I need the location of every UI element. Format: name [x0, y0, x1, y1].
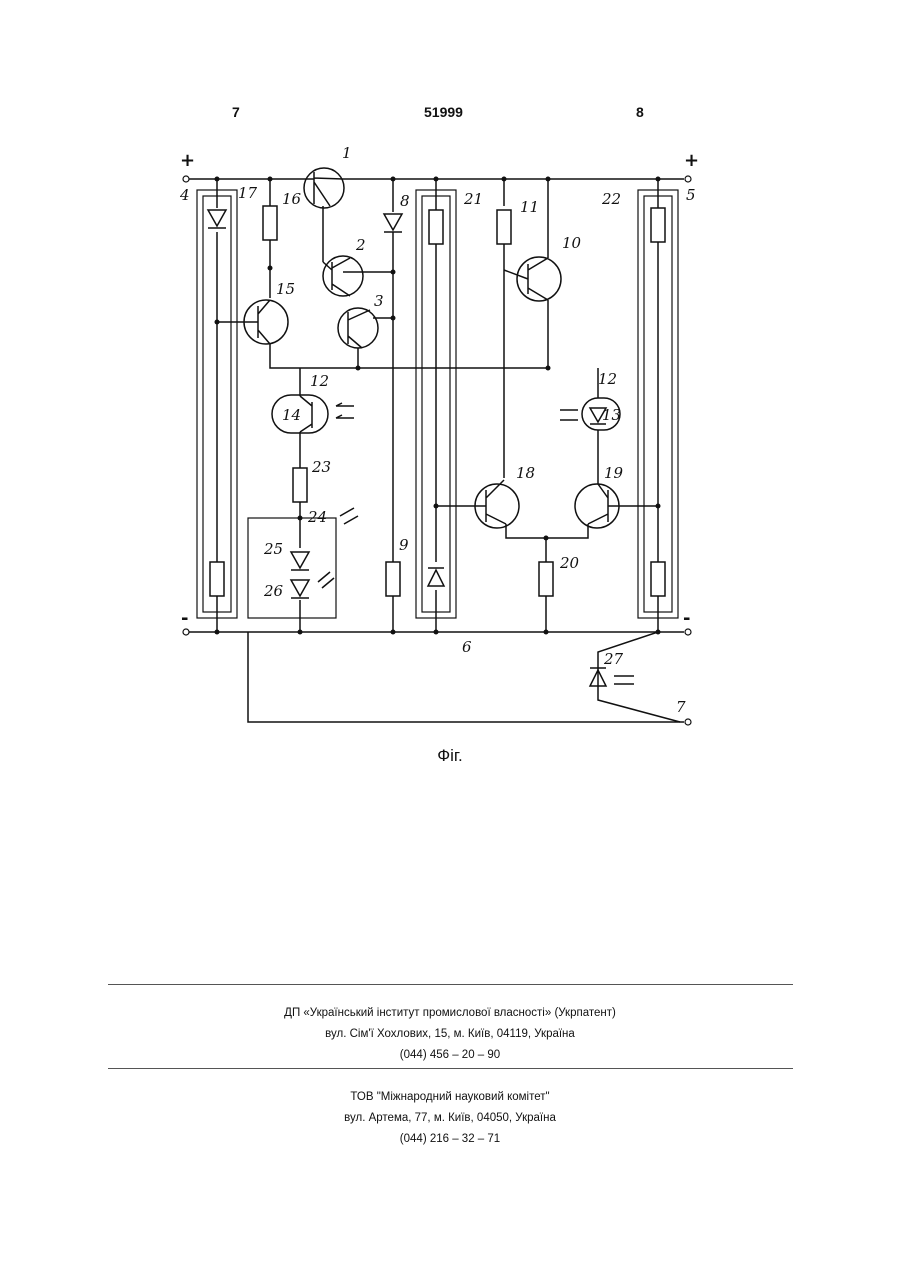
label-12-left: 12 — [310, 372, 329, 390]
label-11: 11 — [520, 198, 539, 216]
footer-divider-bottom — [108, 1068, 793, 1069]
label-25: 25 — [263, 540, 283, 558]
resistor-22-bottom — [651, 562, 665, 596]
publisher-phone: (044) 456 – 20 – 90 — [0, 1045, 900, 1066]
label-14: 14 — [282, 406, 301, 424]
label-7: 7 — [676, 698, 686, 716]
label-9: 9 — [399, 536, 409, 554]
publisher-address: вул. Сім'ї Хохлових, 15, м. Київ, 04119,… — [0, 1024, 900, 1045]
label-4: 4 — [179, 186, 190, 204]
resistor-9 — [386, 562, 400, 596]
resistor-16 — [263, 206, 277, 240]
led-25 — [291, 552, 309, 570]
label-8: 8 — [400, 192, 410, 210]
label-21: 21 — [463, 190, 483, 208]
label-2: 2 — [355, 236, 366, 254]
diode-17 — [208, 210, 226, 228]
label-19: 19 — [604, 464, 624, 482]
resistor-20 — [539, 562, 553, 596]
label-13: 13 — [602, 406, 621, 424]
printer-name: ТОВ "Міжнародний науковий комітет" — [0, 1087, 900, 1108]
optocouplers — [272, 395, 634, 684]
label-26: 26 — [263, 582, 284, 600]
label-10: 10 — [562, 234, 582, 252]
label-16: 16 — [282, 190, 302, 208]
label-12-right: 12 — [598, 370, 617, 388]
resistor-23 — [293, 468, 307, 502]
minus-sign-left: - — [181, 608, 188, 629]
circuit-schematic: + + - - 1 2 3 4 5 6 7 8 9 10 11 12 12 13… — [0, 0, 900, 780]
label-6: 6 — [462, 638, 472, 656]
label-1: 1 — [342, 144, 352, 162]
resistor-21 — [429, 210, 443, 244]
publisher-name: ДП «Український інститут промислової вла… — [0, 1003, 900, 1024]
label-22: 22 — [601, 190, 621, 208]
printer-phone: (044) 216 – 32 – 71 — [0, 1129, 900, 1150]
label-17: 17 — [238, 184, 258, 202]
zener-21 — [428, 568, 444, 586]
printer-address: вул. Артема, 77, м. Київ, 04050, Україна — [0, 1108, 900, 1129]
led-26 — [291, 580, 309, 598]
label-15: 15 — [276, 280, 295, 298]
transistor-1 — [304, 168, 344, 208]
wires — [189, 179, 684, 722]
footer-divider-top — [108, 984, 793, 985]
label-27: 27 — [603, 650, 624, 668]
label-3: 3 — [374, 292, 384, 310]
label-5: 5 — [686, 186, 696, 204]
label-20: 20 — [559, 554, 580, 572]
resistor-11 — [497, 210, 511, 244]
resistor-17-bottom — [210, 562, 224, 596]
minus-sign-right: - — [683, 608, 690, 629]
transistor-3 — [338, 308, 378, 348]
label-23: 23 — [311, 458, 331, 476]
label-18: 18 — [516, 464, 535, 482]
diode-8 — [384, 214, 402, 232]
plus-sign-right: + — [684, 150, 699, 171]
resistor-22 — [651, 208, 665, 242]
publisher-block: ДП «Український інститут промислової вла… — [0, 1003, 900, 1066]
plus-sign-left: + — [180, 150, 195, 171]
printer-block: ТОВ "Міжнародний науковий комітет" вул. … — [0, 1087, 900, 1150]
resistors — [210, 206, 665, 596]
label-24: 24 — [307, 508, 327, 526]
figure-caption: Фіг. — [0, 746, 900, 766]
terminals — [183, 176, 691, 725]
